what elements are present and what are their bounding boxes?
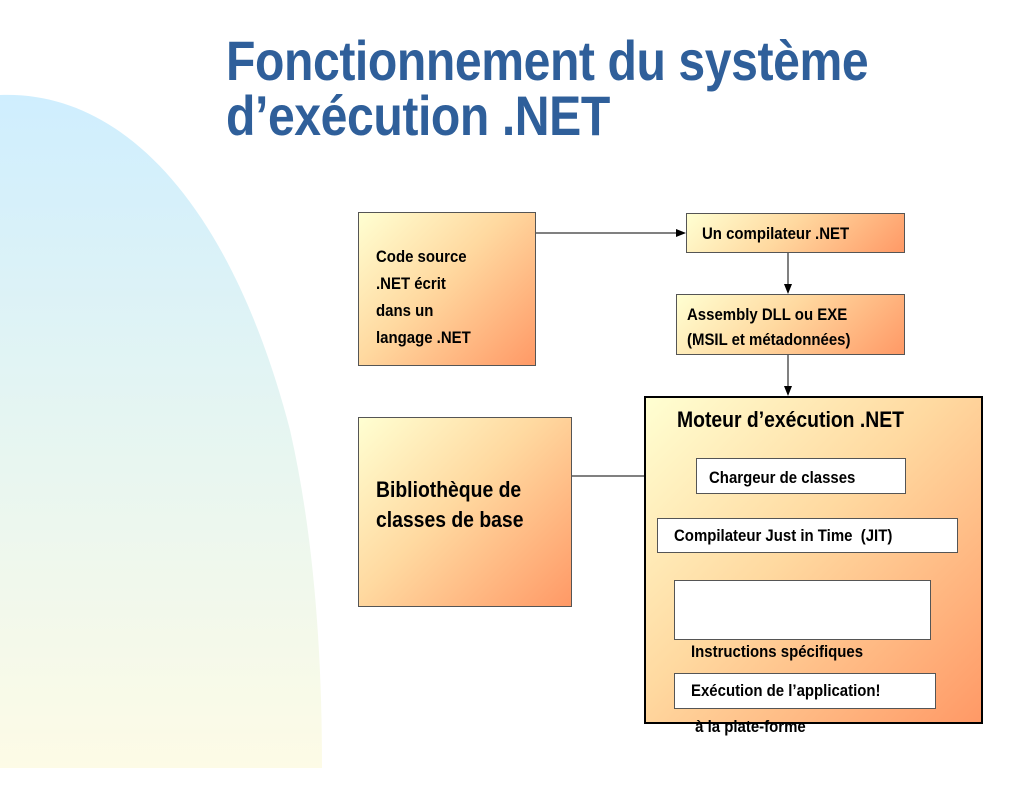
- runtime-engine-box: Moteur d’exécution .NET: [644, 396, 983, 724]
- native-instructions-label: Instructions spécifiques à la plate-form…: [691, 589, 863, 789]
- jit-compiler-label: Compilateur Just in Time (JIT): [674, 526, 893, 545]
- native-line-2: à la plate-forme: [691, 717, 806, 736]
- page-title-line-2: d’exécution .NET: [226, 83, 610, 147]
- native-line-1: Instructions spécifiques: [691, 642, 864, 661]
- assembly-line-1: Assembly DLL ou EXE: [687, 305, 848, 324]
- source-code-box: Code source .NET écrit dans un langage .…: [358, 212, 536, 366]
- source-code-line-2: .NET écrit: [376, 274, 446, 293]
- application-execution-box: Exécution de l’application!: [674, 673, 936, 709]
- page-title: Fonctionnement du système d’exécution .N…: [226, 29, 869, 147]
- library-line-1: Bibliothèque de: [376, 477, 522, 502]
- assembly-label: Assembly DLL ou EXE (MSIL et métadonnées…: [687, 302, 850, 352]
- background-shape: [0, 94, 322, 768]
- page-title-line-1: Fonctionnement du système: [226, 29, 869, 92]
- native-instructions-box: Instructions spécifiques à la plate-form…: [674, 580, 931, 736]
- source-code-line-1: Code source: [376, 247, 467, 266]
- base-class-library-label: Bibliothèque de classes de base: [376, 475, 523, 535]
- class-loader-box: Chargeur de classes: [696, 458, 906, 494]
- source-code-label: Code source .NET écrit dans un langage .…: [376, 243, 471, 351]
- application-execution-label: Exécution de l’application!: [691, 681, 881, 700]
- net-compiler-box: Un compilateur .NET: [686, 213, 905, 253]
- base-class-library-box: Bibliothèque de classes de base: [358, 417, 572, 607]
- jit-compiler-box: Compilateur Just in Time (JIT): [657, 518, 958, 553]
- assembly-line-2: (MSIL et métadonnées): [687, 330, 851, 349]
- class-loader-label: Chargeur de classes: [709, 468, 856, 487]
- source-code-line-4: langage .NET: [376, 328, 471, 347]
- runtime-engine-title: Moteur d’exécution .NET: [677, 407, 904, 432]
- net-compiler-label: Un compilateur .NET: [702, 224, 850, 243]
- source-code-line-3: dans un: [376, 301, 434, 320]
- library-line-2: classes de base: [376, 507, 524, 532]
- assembly-box: Assembly DLL ou EXE (MSIL et métadonnées…: [676, 294, 905, 355]
